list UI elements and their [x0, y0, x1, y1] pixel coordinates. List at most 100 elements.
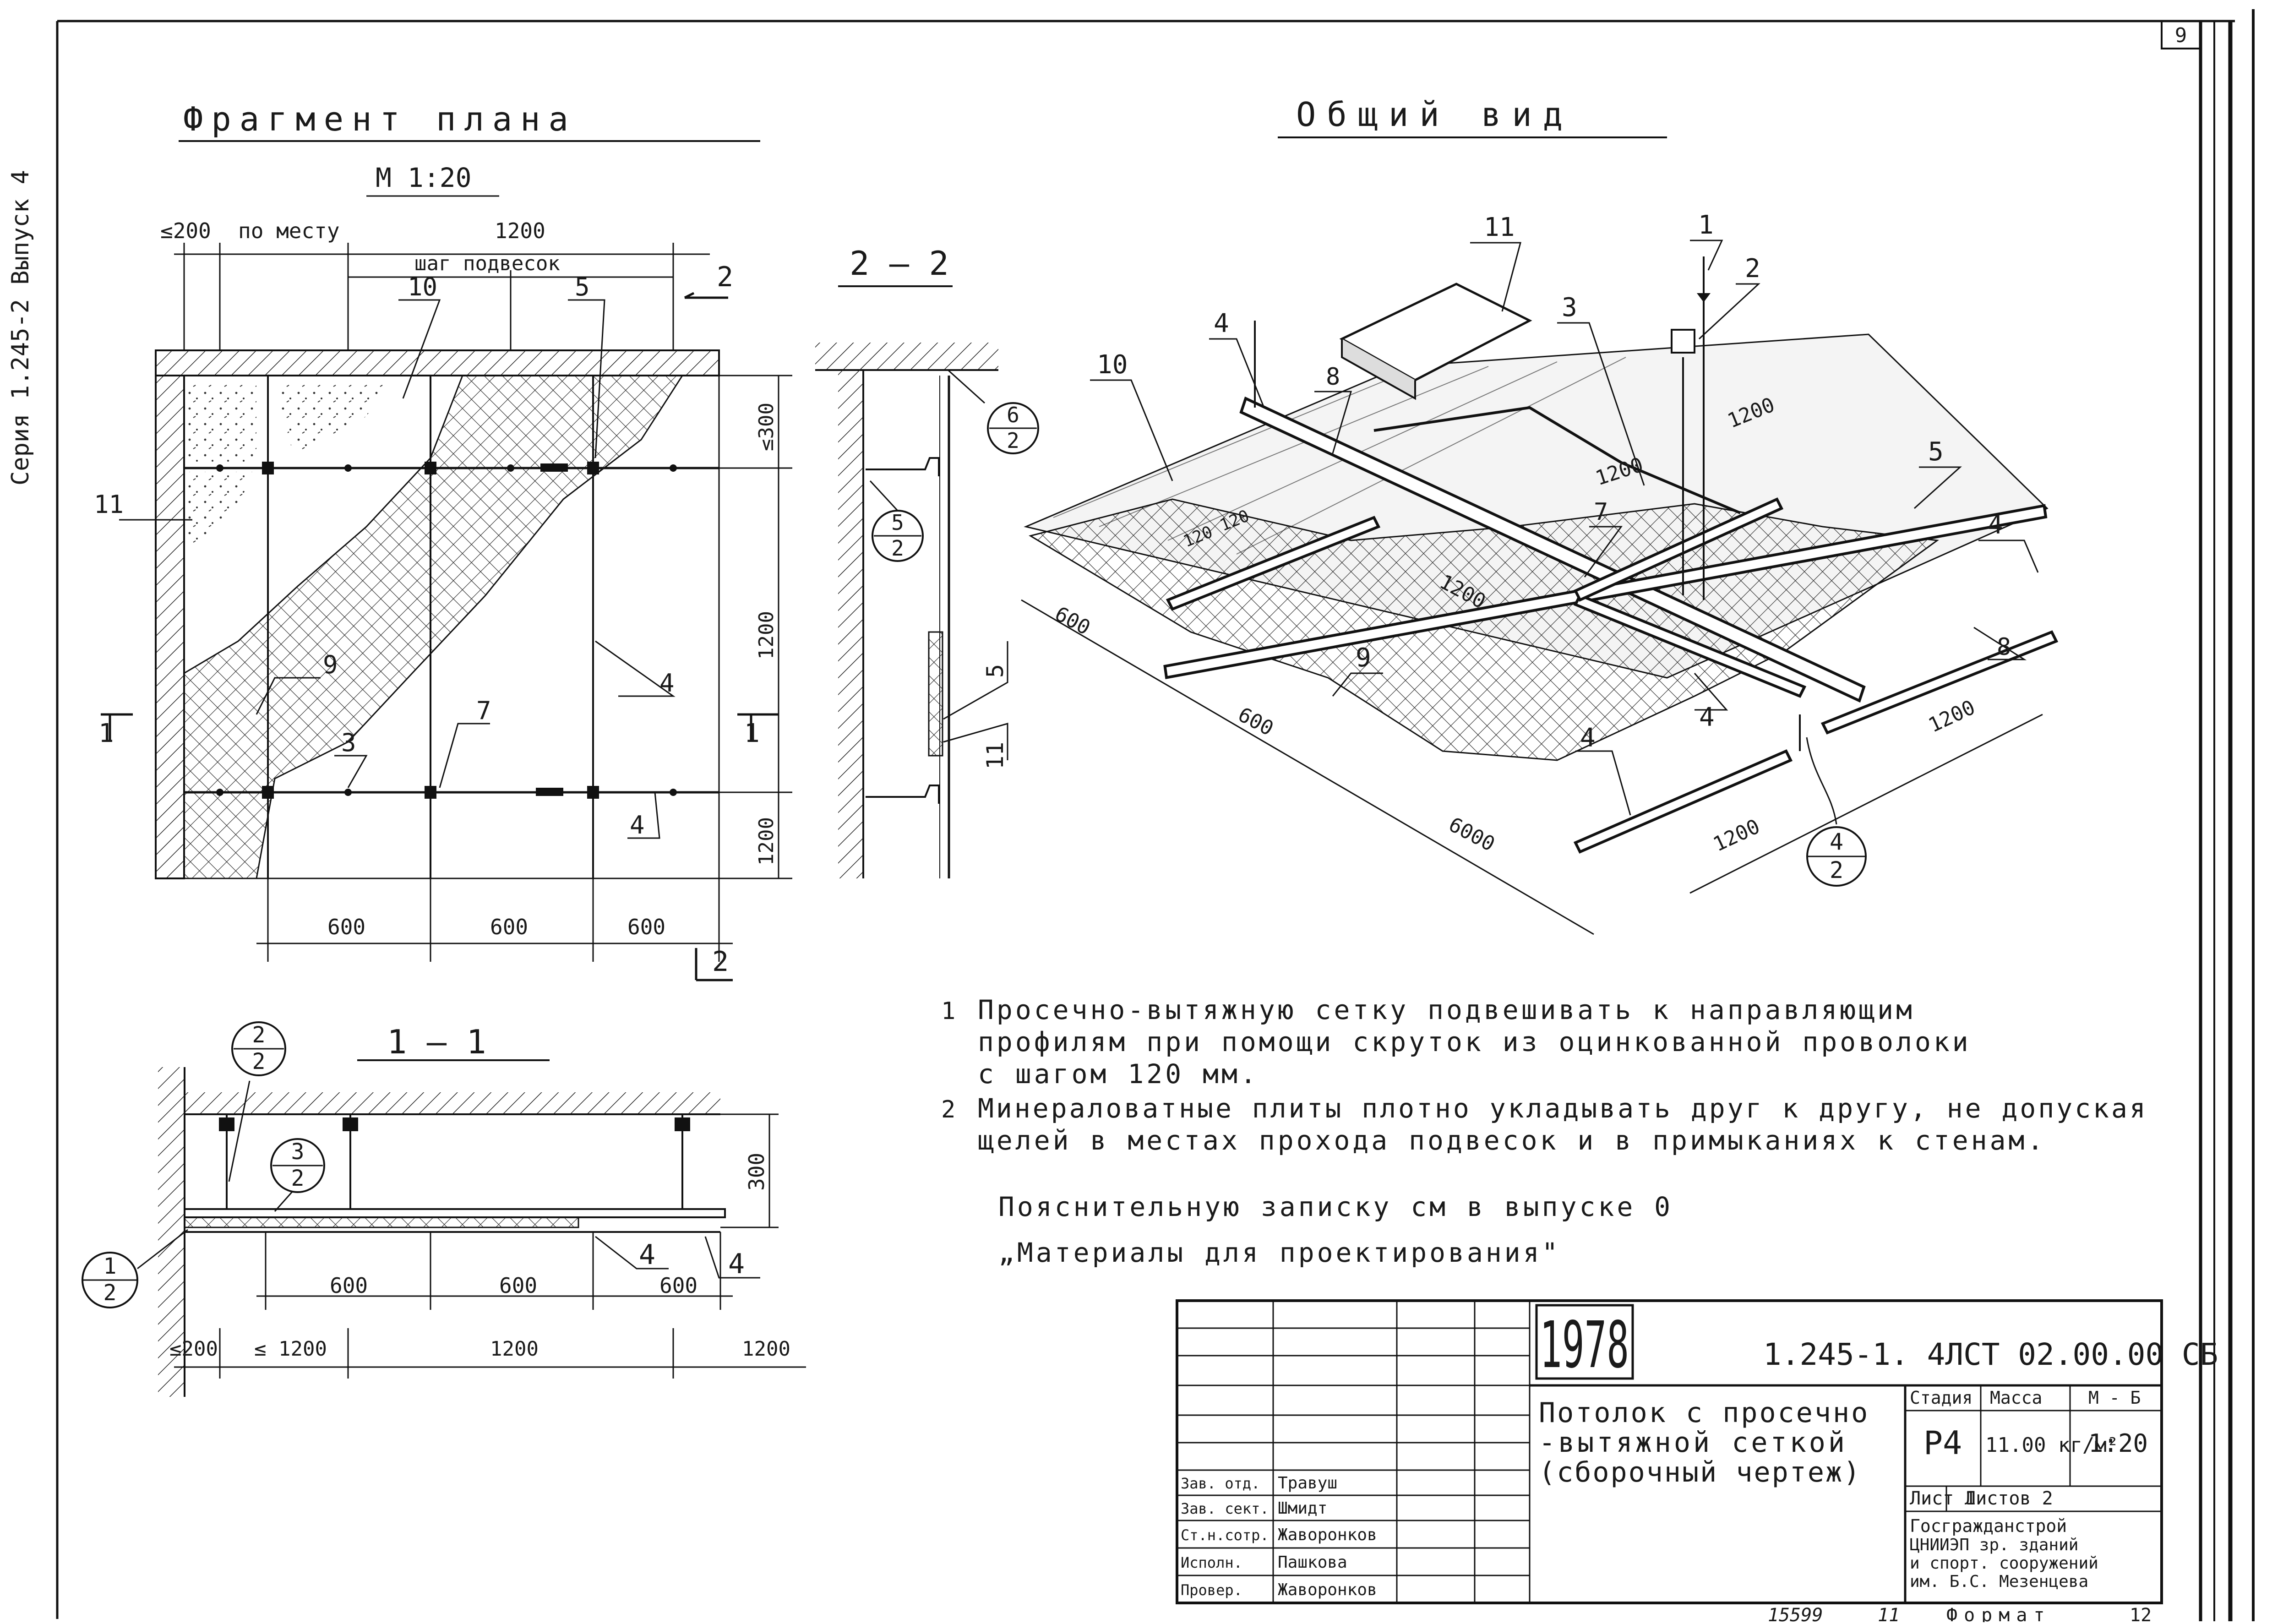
- bubble-2-2: 2 2: [231, 1021, 286, 1076]
- gv-callout-7: 7: [1594, 498, 1608, 526]
- plan-dim-bottom-2: 600: [490, 915, 528, 939]
- title-org-3: и спорт. сооружений: [1910, 1554, 2098, 1573]
- plan-callout-4b: 4: [630, 811, 645, 839]
- section-1-1-dim-lower-3: 600: [659, 1273, 697, 1298]
- note-1-line-1: Просечно-вытяжную сетку подвешивать к на…: [978, 994, 1915, 1025]
- gv-callout-4-right: 4: [1988, 510, 2003, 540]
- svg-text:2: 2: [252, 1022, 266, 1048]
- sig-role-1: Зав. отд.: [1181, 1475, 1260, 1492]
- title-name-3: (сборочный чертеж): [1539, 1456, 1861, 1488]
- gv-dim-6000: 6000: [1445, 813, 1499, 856]
- plan-dim-right-1: ≤300: [755, 403, 778, 451]
- section-2-2-title: 2 — 2: [850, 244, 949, 283]
- bubble-1-2: 1 2: [82, 1252, 138, 1308]
- svg-text:2: 2: [1007, 428, 1019, 453]
- title-year: 1978: [1540, 1308, 1629, 1383]
- gv-callout-10: 10: [1097, 350, 1128, 380]
- series-side-label: Серия 1.245-2 Выпуск 4: [7, 170, 34, 485]
- gv-dim-600-a: 600: [1051, 602, 1094, 640]
- title-stage: Р4: [1923, 1424, 1962, 1462]
- sig-role-4: Исполн.: [1181, 1554, 1242, 1571]
- section-1-1-title: 1 — 1: [387, 1023, 486, 1061]
- plan-dim-right-2: 1200: [755, 611, 778, 659]
- section-1-1-callout-4a: 4: [639, 1239, 655, 1271]
- gv-callout-1: 1: [1698, 210, 1714, 240]
- plan-step-label: шаг подвесок: [414, 252, 560, 275]
- svg-text:4: 4: [1830, 828, 1843, 855]
- gv-bubble-4-2: 4 2: [1806, 826, 1867, 887]
- note-1-line-3: с шагом 120 мм.: [978, 1058, 1259, 1090]
- title-sheets: Листов 2: [1965, 1488, 2053, 1509]
- gv-callout-4-top: 4: [1214, 309, 1229, 338]
- title-name-1: Потолок с просечно: [1539, 1397, 1869, 1429]
- bubble-5-2: 5 2: [872, 510, 924, 562]
- plan-dim-bottom-3: 600: [627, 915, 665, 939]
- title-code: 1.245-1. 4ЛСТ 02.00.00 СБ: [1763, 1337, 2218, 1372]
- section-1-1-dim-height: 300: [744, 1153, 769, 1191]
- plan-callout-5: 5: [575, 272, 590, 301]
- gv-callout-11: 11: [1484, 213, 1515, 242]
- svg-text:2: 2: [252, 1049, 266, 1074]
- footer-copy: 11: [1878, 1605, 1900, 1622]
- svg-text:5: 5: [891, 510, 904, 535]
- plan-title: Фрагмент плана: [183, 100, 577, 138]
- note-1-number: 1: [941, 997, 955, 1025]
- plan-scale: М 1:20: [376, 162, 472, 193]
- section-1-1-dim-lower-1: 600: [330, 1273, 368, 1298]
- gv-callout-4-center: 4: [1699, 703, 1715, 732]
- section-2-2: 2 — 2 6 2 5 2 5 11: [815, 244, 1039, 878]
- title-block: [1176, 1299, 2163, 1604]
- sig-role-3: Ст.н.сотр.: [1181, 1526, 1269, 1544]
- title-block-year-box: 1978: [1535, 1304, 1634, 1383]
- section-1-1-dim-bottom-2: ≤ 1200: [254, 1337, 327, 1361]
- plan-dim-top-3: 1200: [495, 218, 545, 243]
- gv-callout-2: 2: [1745, 254, 1760, 283]
- title-mass: 11.00 кг/м²: [1985, 1433, 2119, 1457]
- gv-callout-9: 9: [1356, 643, 1371, 673]
- plan-callout-11: 11: [94, 490, 124, 519]
- plan-callout-4: 4: [659, 669, 675, 698]
- gv-dim-1200-e: 1200: [1925, 696, 1979, 737]
- svg-text:2: 2: [104, 1280, 117, 1306]
- sig-name-4: Пашкова: [1278, 1553, 1347, 1572]
- bubble-6-2: 6 2: [987, 402, 1039, 454]
- plan-callout-7: 7: [476, 696, 491, 725]
- note-2-line-2: щелей в местах прохода подвесок и в прим…: [978, 1125, 2046, 1156]
- section-2-2-callout-11: 11: [982, 742, 1008, 769]
- plan-view: Фрагмент плана М 1:20: [94, 100, 792, 981]
- plan-dim-right-3: 1200: [755, 817, 778, 866]
- title-header-stage: Стадия: [1910, 1388, 1972, 1408]
- plan-cut-mark-1-left: 1: [98, 719, 114, 748]
- section-1-1-dim-bottom-1: ≤200: [169, 1337, 218, 1361]
- note-2-line-1: Минераловатные плиты плотно укладывать д…: [978, 1093, 2148, 1124]
- svg-text:2: 2: [291, 1166, 305, 1191]
- plan-callout-3: 3: [341, 728, 356, 757]
- footer: 15599 11 Формат 12: [1768, 1605, 2152, 1624]
- plan-cut-mark-1-right: 1: [744, 719, 760, 748]
- section-1-1-dim-bottom-4: 1200: [742, 1337, 790, 1361]
- svg-text:2: 2: [891, 536, 904, 561]
- section-2-2-callout-5: 5: [982, 664, 1008, 678]
- title-name-2: -вытяжной сеткой: [1539, 1427, 1847, 1459]
- section-1-1-callout-4b: 4: [728, 1248, 745, 1280]
- sig-name-5: Жаворонков: [1278, 1580, 1377, 1599]
- gv-callout-3: 3: [1562, 293, 1577, 322]
- sheet-number: 9: [2175, 24, 2187, 47]
- title-sheet: Лист 1: [1910, 1488, 1976, 1509]
- reference-line-2: „Материалы для проектирования": [998, 1237, 1561, 1268]
- section-1-1-dim-lower-2: 600: [499, 1273, 537, 1298]
- sig-name-3: Жаворонков: [1278, 1526, 1377, 1544]
- gv-dim-1200-d: 1200: [1710, 815, 1764, 856]
- title-header-mass: Масса: [1990, 1388, 2042, 1408]
- note-1-line-2: профилям при помощи скруток из оцинкован…: [978, 1026, 1971, 1057]
- sig-name-2: Шмидт: [1278, 1499, 1327, 1518]
- plan-cut-mark-2-bottom: 2: [712, 946, 729, 978]
- svg-text:3: 3: [291, 1139, 305, 1165]
- sig-name-1: Травуш: [1278, 1474, 1337, 1493]
- plan-dim-bottom-1: 600: [327, 915, 365, 939]
- gv-callout-4-bottom: 4: [1580, 723, 1596, 753]
- title-header-scale: М - Б: [2088, 1388, 2141, 1408]
- title-scale: 1:20: [2088, 1429, 2148, 1458]
- footer-format-value: 12: [2130, 1605, 2152, 1622]
